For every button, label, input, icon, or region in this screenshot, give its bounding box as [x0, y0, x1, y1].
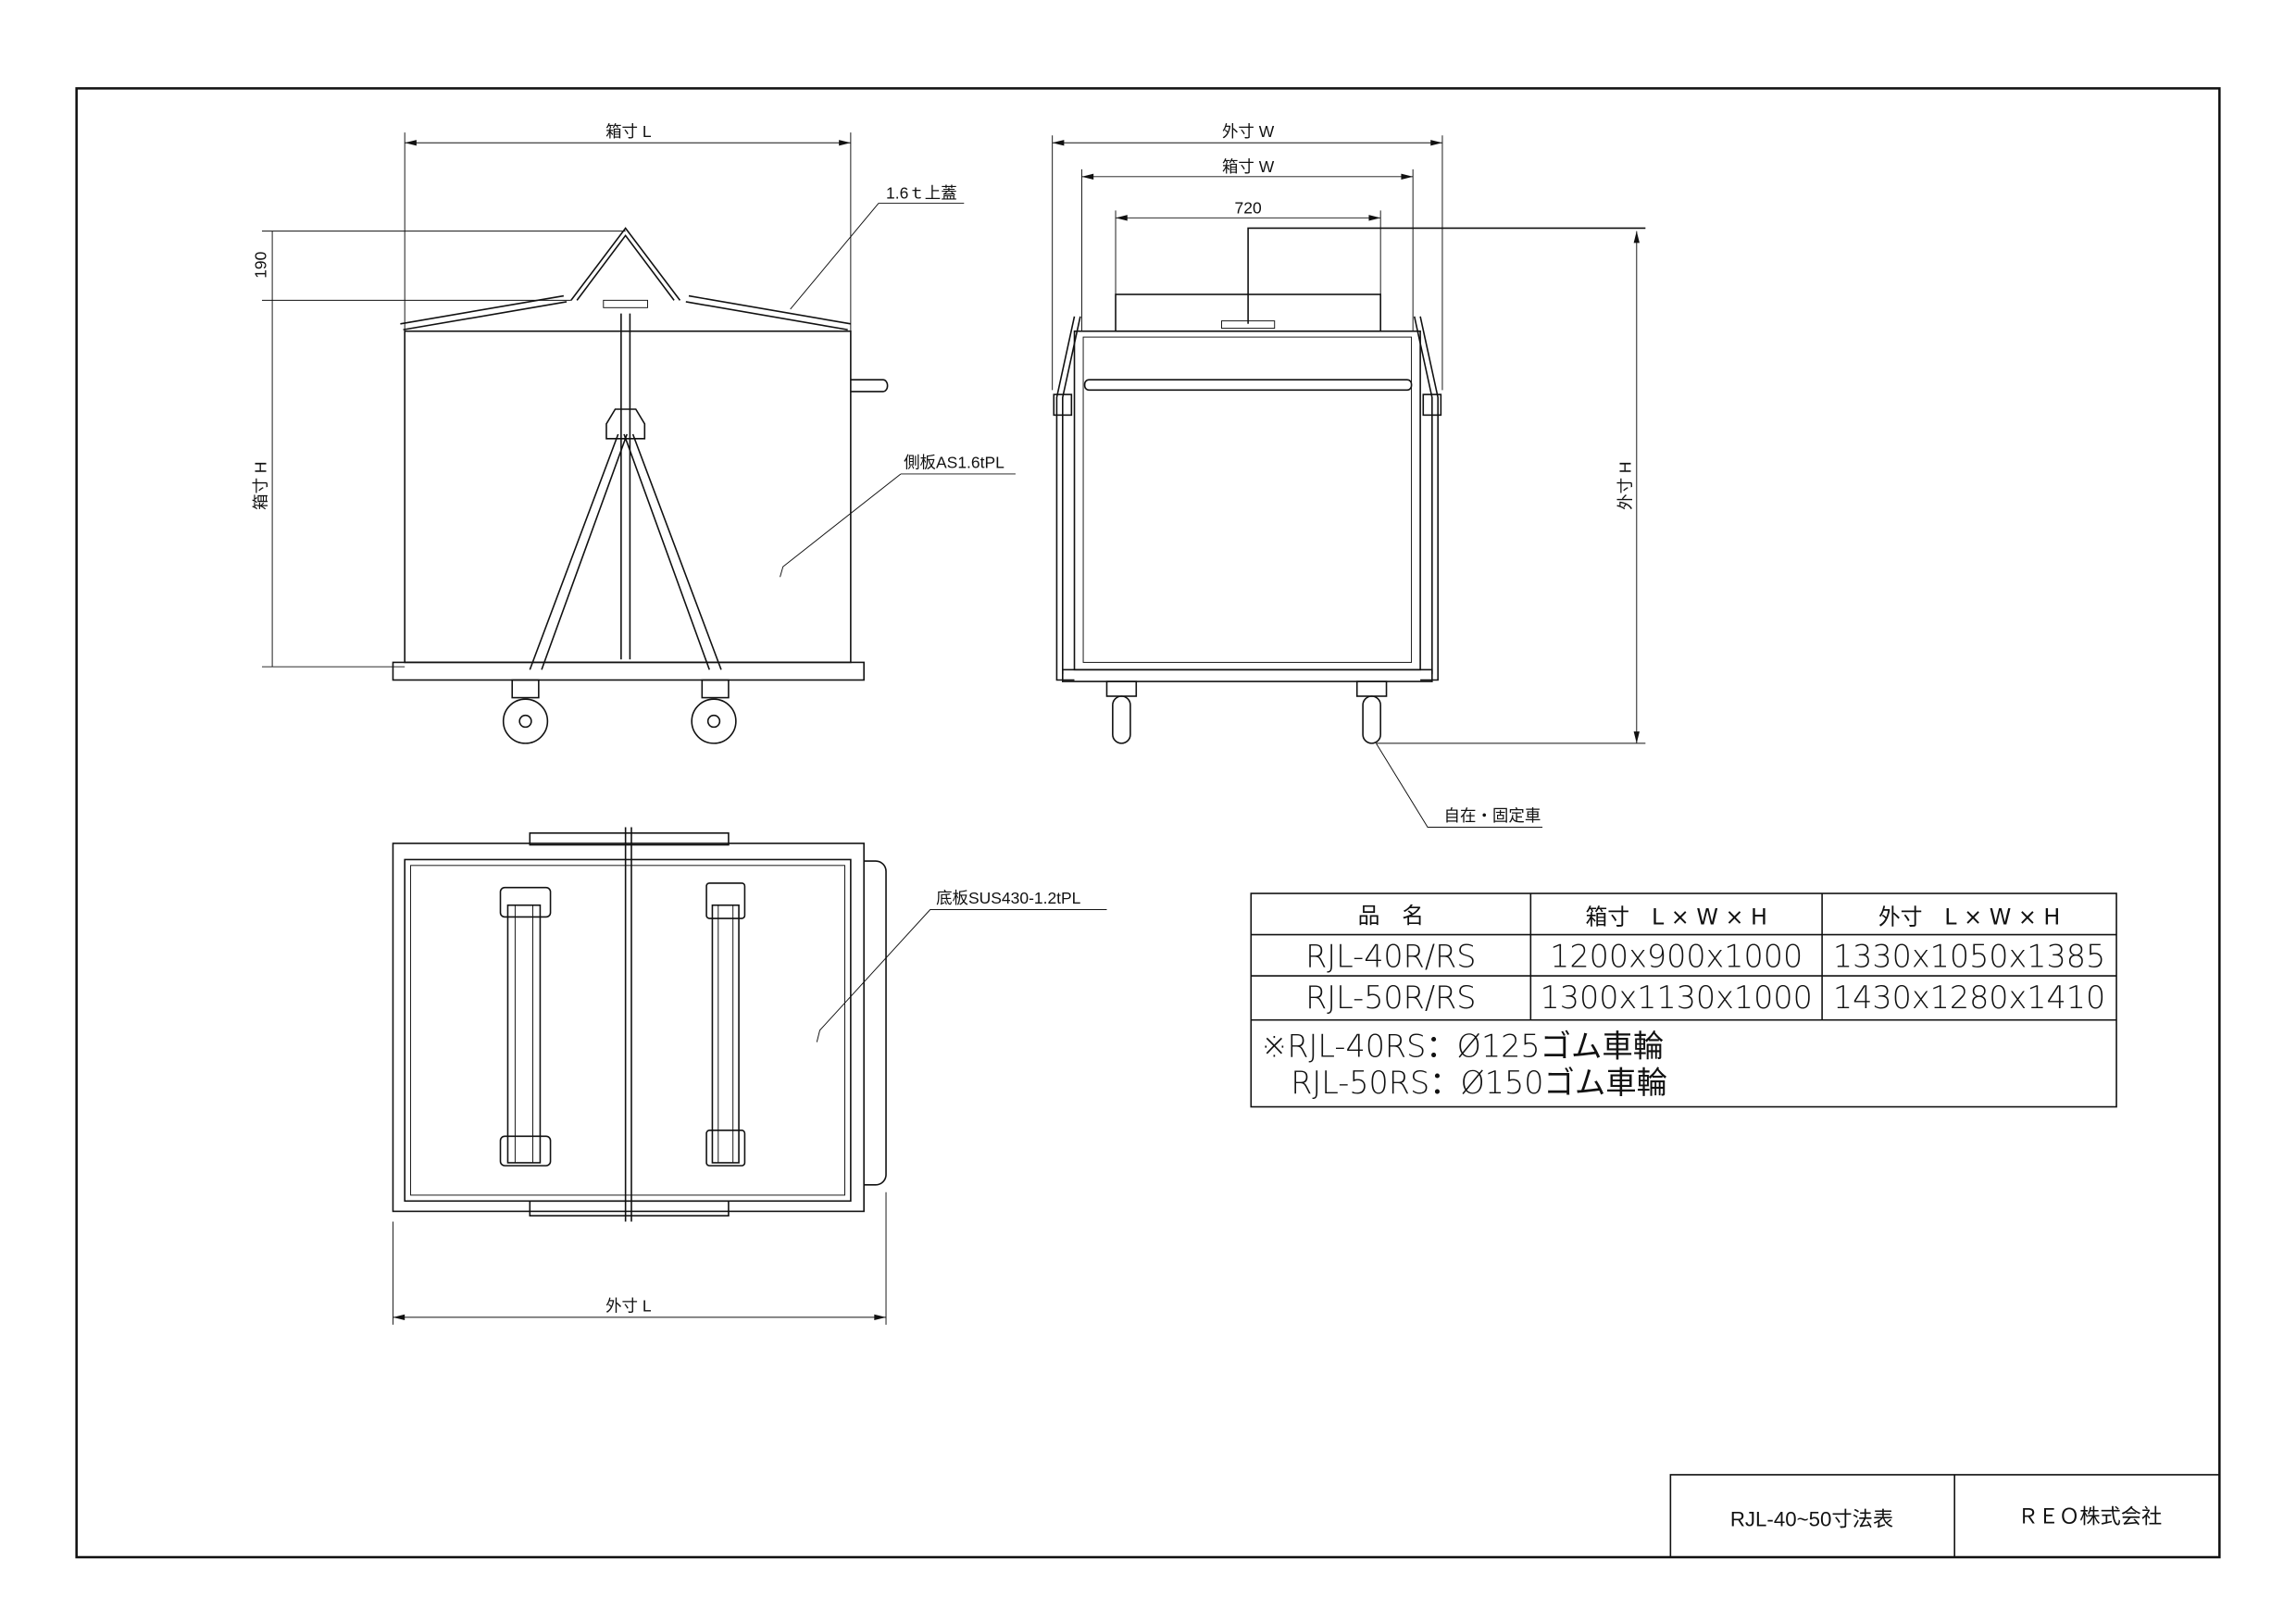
box-length-label: 箱寸 L	[605, 122, 652, 141]
lid-note: 1.6ｔ上蓋	[886, 184, 957, 203]
caster-note: 自在・固定車	[1444, 806, 1541, 825]
header-box-dimensions: 箱寸 L × W × H	[1585, 904, 1766, 930]
drawing-title: RJL-40~50寸法表	[1730, 1508, 1893, 1531]
box-height-label: 箱寸 H	[252, 461, 270, 509]
top-view: 外寸 L 底板SUS430-1.2tPL	[392, 827, 1107, 1325]
bottom-plate-note: 底板SUS430-1.2tPL	[936, 889, 1081, 907]
caster-rail	[499, 882, 746, 1167]
company-name: ＲＥＯ株式会社	[2018, 1504, 2163, 1528]
caster-wheel	[1105, 680, 1388, 744]
wheel-note: RJL-50RS：Ø150ゴム車輪	[1291, 1065, 1667, 1101]
outer-width-label: 外寸 W	[1222, 122, 1275, 141]
side-plate-note: 側板AS1.6tPL	[904, 454, 1004, 472]
side-view: 箱寸 L 190 箱寸 H 1.6ｔ上蓋 側板AS1.6tPL	[252, 122, 1016, 744]
header-product-name: 品 名	[1358, 903, 1424, 929]
outer-length-label: 外寸 L	[605, 1297, 652, 1316]
front-view: 外寸 W 箱寸 W 720 外寸 H 自在・固定車	[1052, 122, 1646, 828]
title-block: RJL-40~50寸法表 ＲＥＯ株式会社	[1669, 1474, 2220, 1557]
table-cell: RJL-50R/RS	[1305, 979, 1476, 1016]
table-cell: 1430x1280x1410	[1833, 979, 2105, 1016]
table-cell: 1300x1130x1000	[1541, 979, 1813, 1016]
table-cell: RJL-40R/RS	[1305, 939, 1476, 975]
outer-height-label: 外寸 H	[1616, 461, 1634, 509]
spec-table: 品 名 箱寸 L × W × H 外寸 L × W × H RJL-40R/RS…	[1250, 892, 2117, 1108]
sheet-border	[75, 87, 2221, 1559]
lid-width-dimension: 720	[1235, 199, 1262, 218]
lid-height-dimension: 190	[252, 251, 270, 278]
table-cell: 1200x900x1000	[1550, 939, 1803, 975]
caster-wheel	[502, 679, 737, 744]
box-width-label: 箱寸 W	[1222, 157, 1275, 176]
wheel-note: ※RJL-40RS：Ø125ゴム車輪	[1261, 1028, 1664, 1064]
table-cell: 1330x1050x1385	[1833, 939, 2105, 975]
header-outer-dimensions: 外寸 L × W × H	[1878, 904, 2060, 930]
